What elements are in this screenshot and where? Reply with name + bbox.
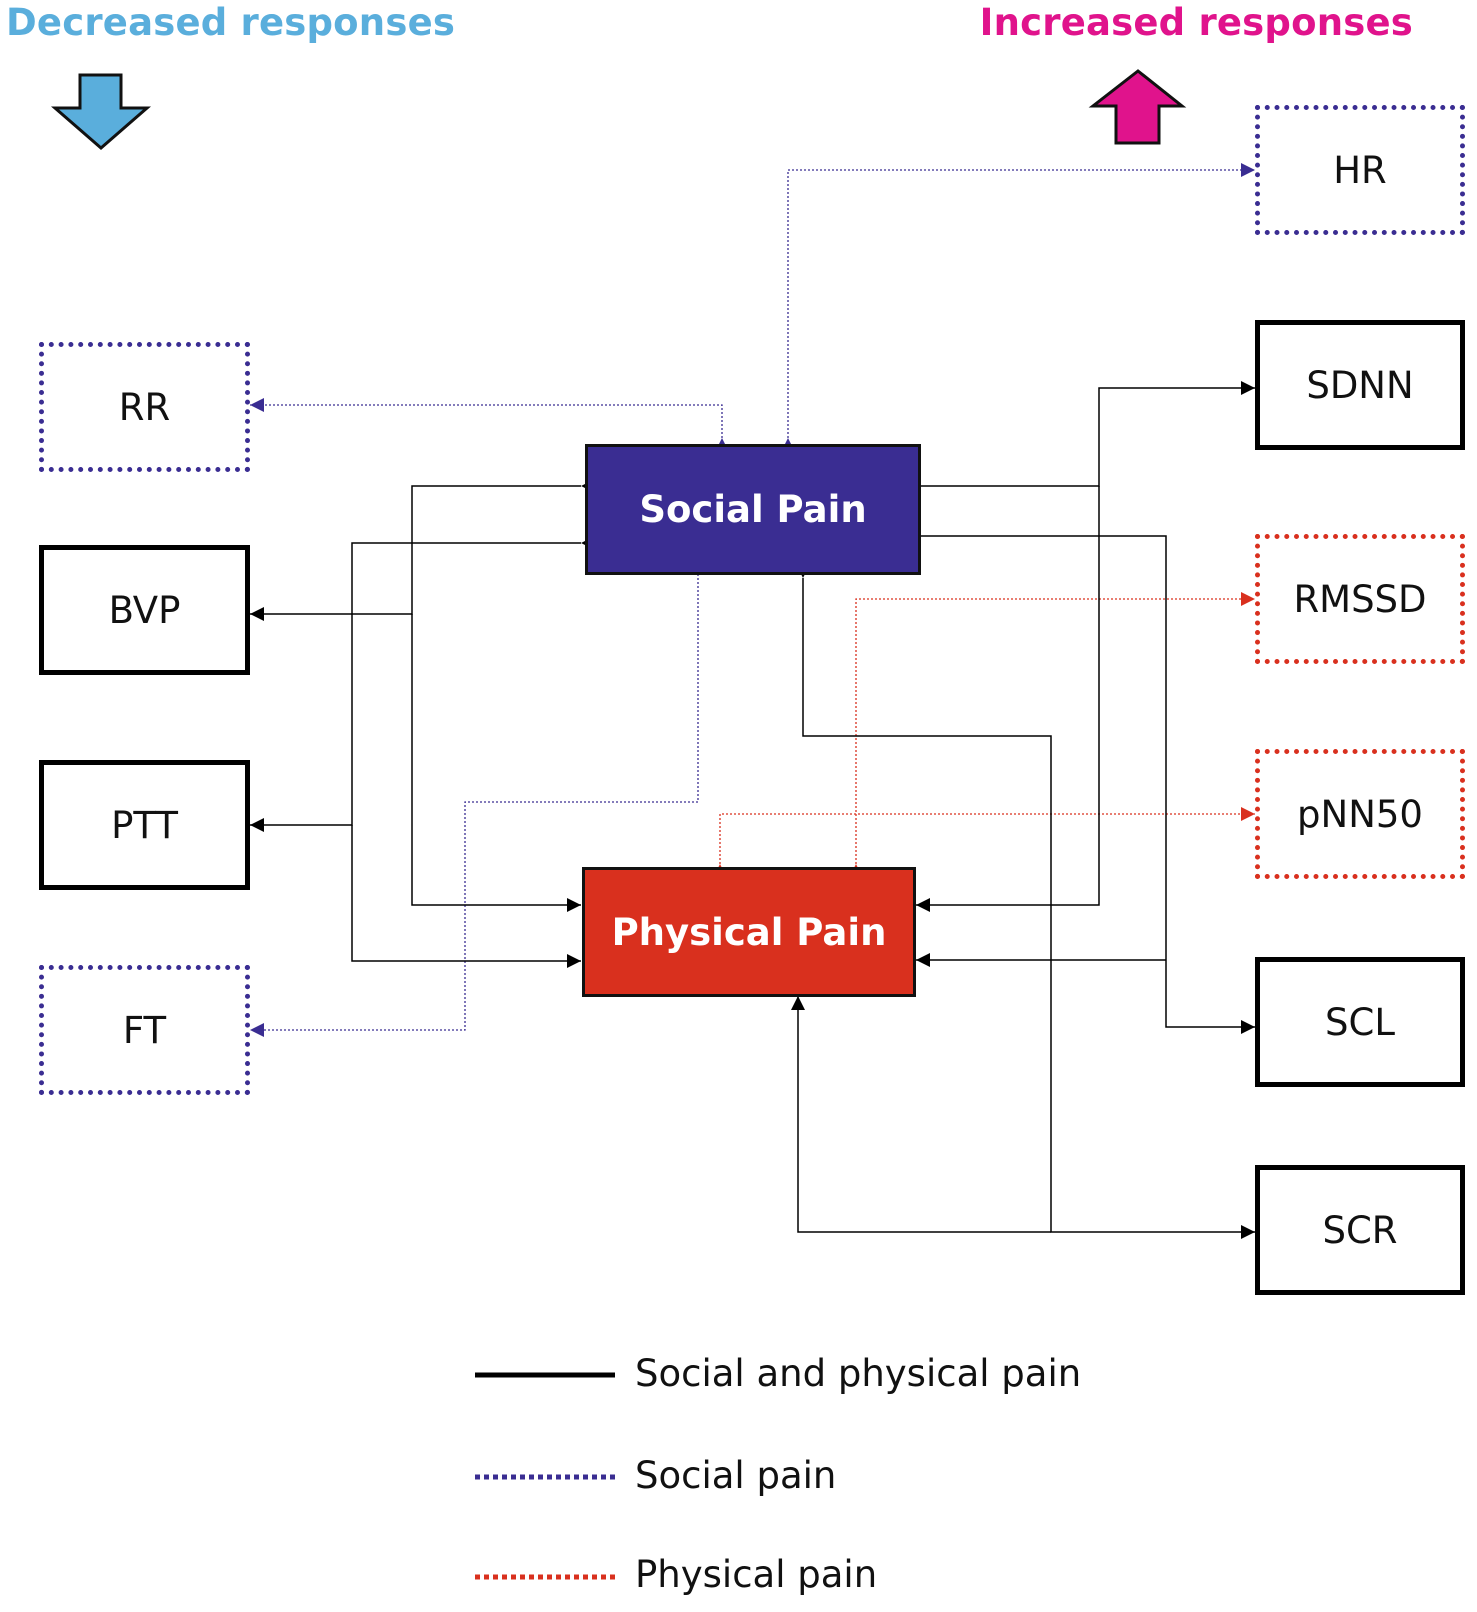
connector-bvp-social xyxy=(250,479,595,621)
social-pain-box: Social Pain xyxy=(585,444,921,575)
connector-pnn50-physical xyxy=(713,807,1255,878)
rr-box: RR xyxy=(39,342,250,472)
legend-label-social: Social pain xyxy=(635,1454,837,1497)
bvp-box: BVP xyxy=(39,545,250,675)
up-arrow-icon xyxy=(1088,69,1187,145)
hr-label: HR xyxy=(1333,148,1387,192)
pnn50-box: pNN50 xyxy=(1255,749,1465,879)
scl-box: SCL xyxy=(1255,957,1465,1087)
connector-ptt-social xyxy=(250,536,595,832)
bvp-label: BVP xyxy=(108,588,181,632)
ptt-label: PTT xyxy=(111,803,178,847)
connector-ptt-physical xyxy=(351,825,581,968)
sdnn-label: SDNN xyxy=(1306,363,1414,407)
connector-sdnn-social xyxy=(906,381,1255,493)
connector-sdnn-physical xyxy=(916,486,1100,912)
scr-box: SCR xyxy=(1255,1165,1465,1295)
connector-bvp-physical xyxy=(411,614,581,912)
ft-box: FT xyxy=(39,965,250,1095)
sdnn-box: SDNN xyxy=(1255,320,1465,450)
connector-scr-social xyxy=(796,564,1255,1239)
hr-box: HR xyxy=(1255,105,1465,235)
connector-rmssd-physical xyxy=(849,592,1255,878)
connector-scr-physical xyxy=(791,996,1051,1233)
rr-label: RR xyxy=(118,385,171,429)
rmssd-box: RMSSD xyxy=(1255,534,1465,664)
ft-label: FT xyxy=(122,1008,167,1052)
rmssd-label: RMSSD xyxy=(1293,577,1427,621)
pnn50-label: pNN50 xyxy=(1297,792,1423,836)
connector-hr-social xyxy=(781,163,1255,452)
connector-rr-social xyxy=(250,398,729,452)
down-arrow-icon xyxy=(50,73,152,150)
connector-scl-social xyxy=(906,529,1255,1034)
physical-pain-box: Physical Pain xyxy=(582,867,916,997)
scr-label: SCR xyxy=(1322,1208,1398,1252)
legend-label-physical: Physical pain xyxy=(635,1553,878,1596)
social-pain-label: Social Pain xyxy=(639,488,867,531)
physical-pain-label: Physical Pain xyxy=(611,910,887,954)
ptt-box: PTT xyxy=(39,760,250,890)
decreased-responses-header: Decreased responses xyxy=(6,1,456,44)
increased-responses-header: Increased responses xyxy=(979,1,1413,44)
scl-label: SCL xyxy=(1325,1000,1395,1044)
legend-label-both: Social and physical pain xyxy=(635,1352,1082,1395)
